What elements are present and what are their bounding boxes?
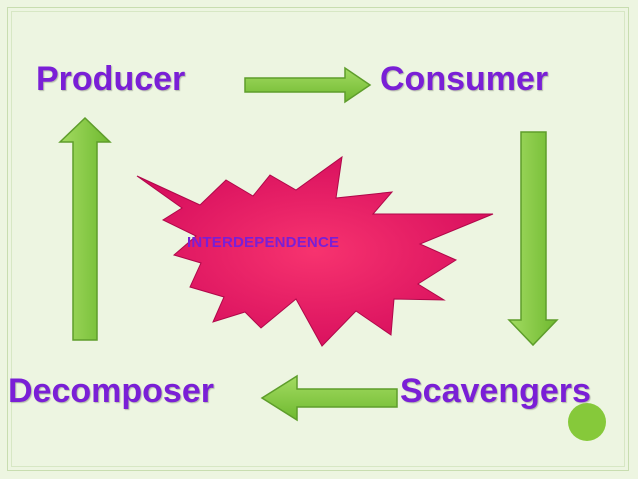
node-consumer: Consumer — [380, 60, 549, 98]
center-label: INTERDEPENDENCE — [187, 234, 340, 251]
slide-border — [7, 7, 629, 471]
decorative-circle — [568, 403, 606, 441]
node-producer: Producer — [36, 60, 186, 98]
arrow-consumer-to-scavengers — [507, 131, 559, 347]
interdependence-starburst — [136, 155, 494, 347]
slide-inner-border — [11, 11, 625, 467]
arrow-decomposer-to-producer — [58, 116, 112, 341]
arrow-producer-to-consumer — [244, 66, 372, 104]
arrow-scavengers-to-decomposer — [260, 374, 398, 422]
node-decomposer: Decomposer — [8, 372, 214, 410]
node-scavengers: Scavengers — [400, 372, 591, 410]
